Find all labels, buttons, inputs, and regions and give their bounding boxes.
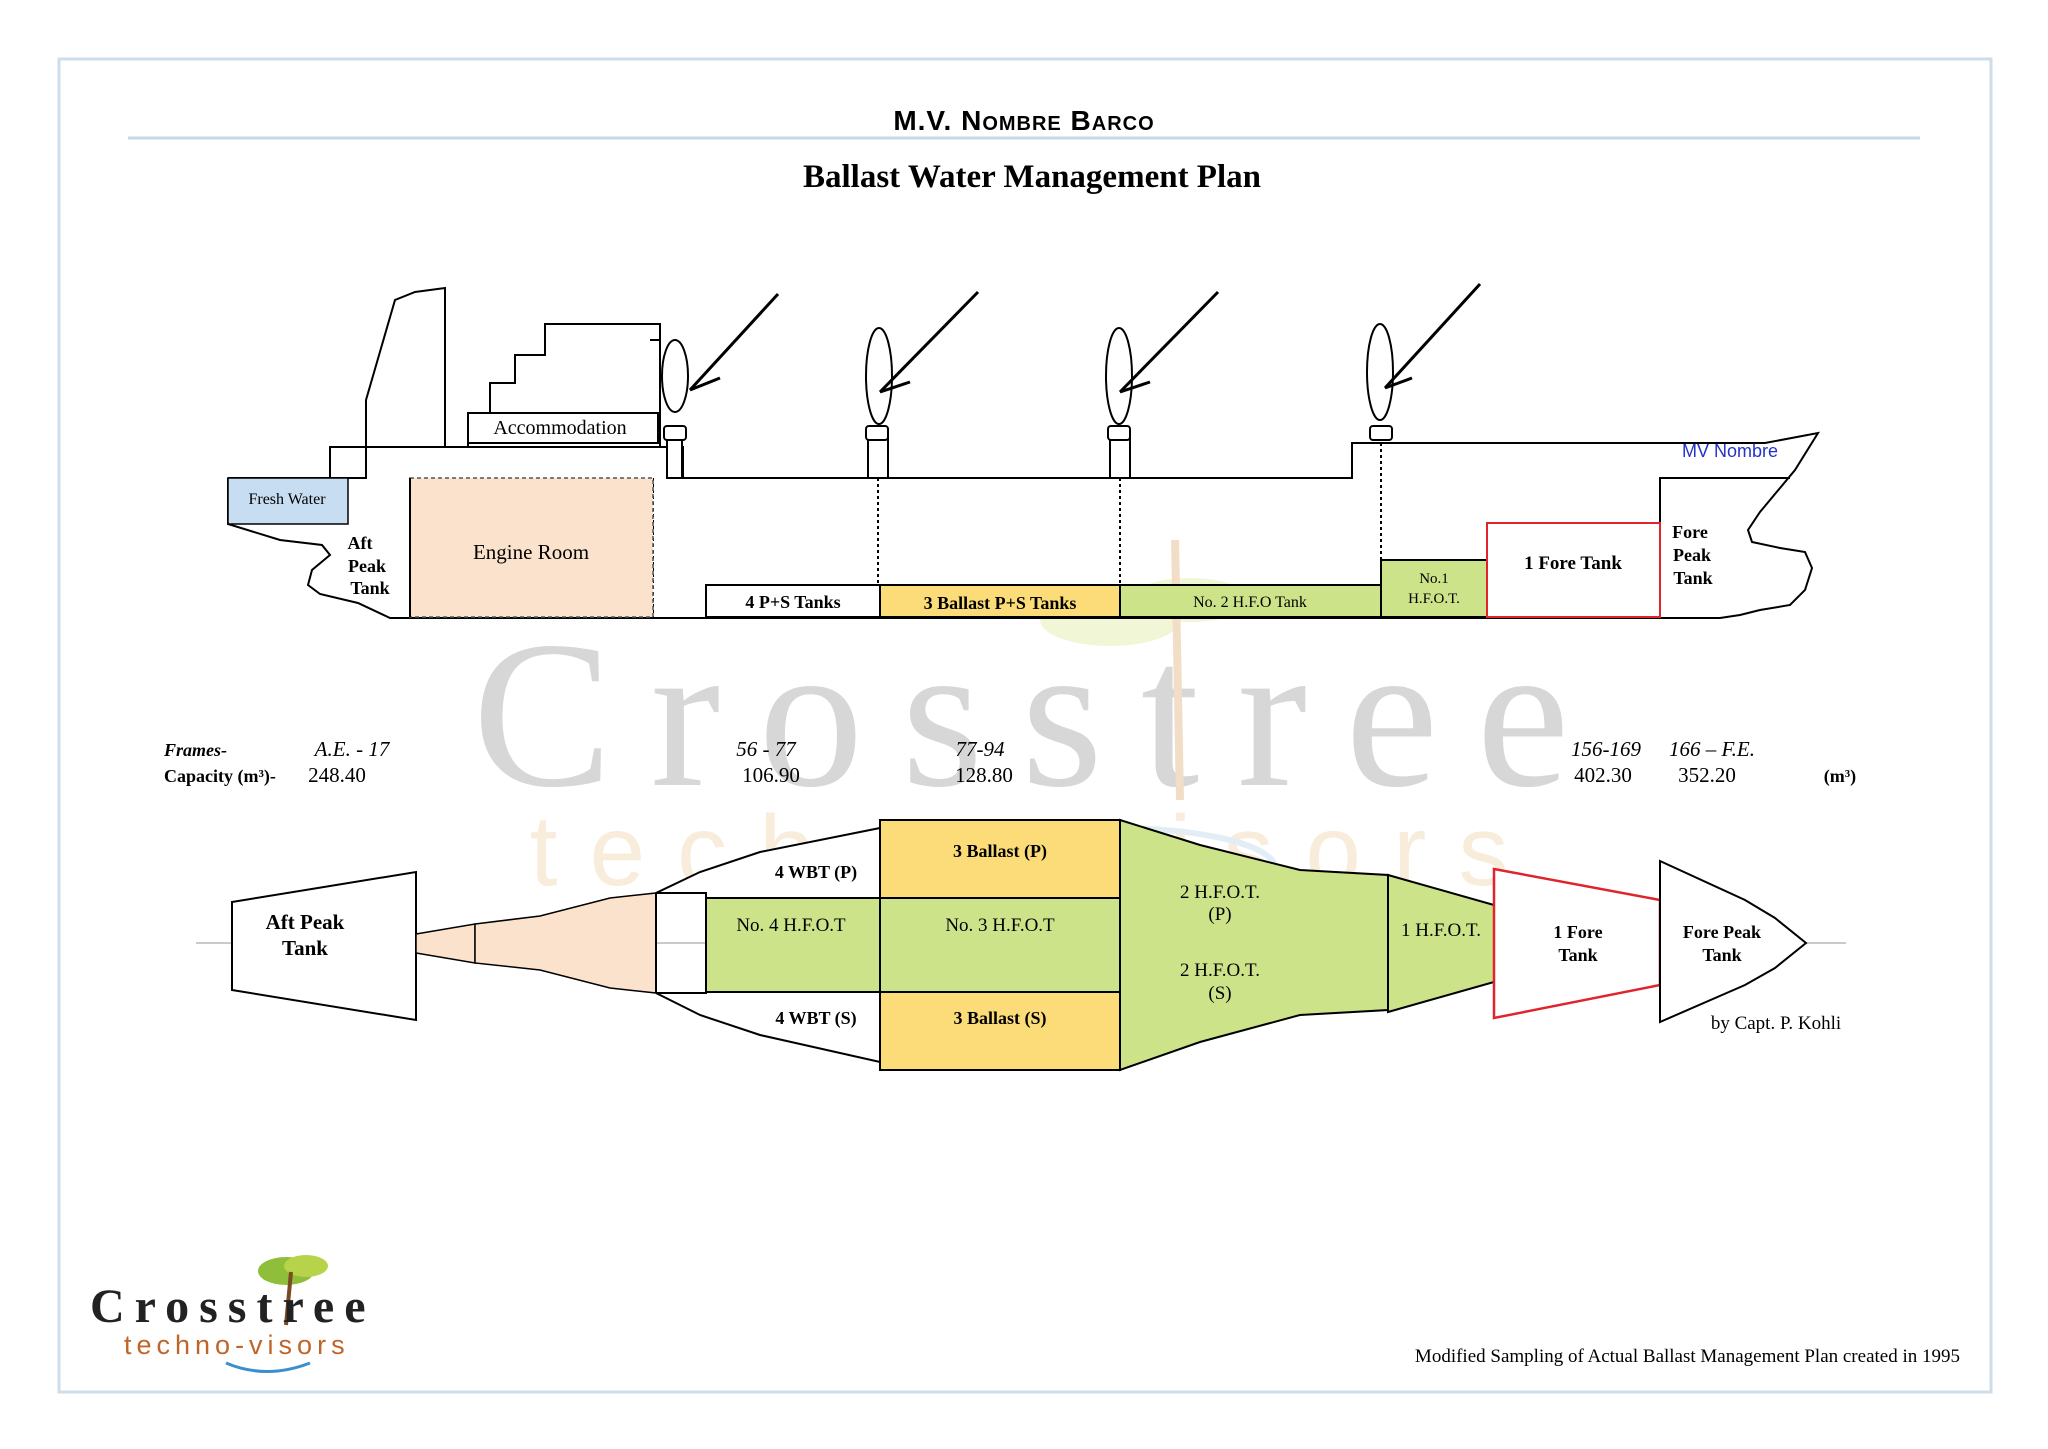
ship-name-heading: M.V. Nombre Barco <box>893 105 1154 136</box>
deck-crane <box>1366 282 1482 441</box>
logo-word: Crosstree <box>90 1280 376 1333</box>
plan-fore-tank-label: 1 Fore <box>1553 922 1602 942</box>
capacity-value: 352.20 <box>1678 763 1736 787</box>
aft-peak-label: Tank <box>350 578 389 598</box>
capacity-value: 248.40 <box>308 763 366 787</box>
plan-ballast3-p-label: 3 Ballast (P) <box>953 841 1047 862</box>
page-title: Ballast Water Management Plan <box>803 159 1261 195</box>
logo-palm-leaf <box>284 1255 328 1277</box>
plan-hfot3-label: No. 3 H.F.O.T <box>945 915 1055 936</box>
profile-tank-4ps <box>705 584 881 618</box>
plan-ballast3-p <box>879 819 1121 899</box>
logo-wave <box>225 1361 311 1373</box>
deck-crane <box>661 292 780 479</box>
plan-hfot4 <box>705 897 881 993</box>
capacity-value: 128.80 <box>955 763 1013 787</box>
fore-peak-label: Fore <box>1672 522 1708 542</box>
plan-hfot2-s-label: (S) <box>1208 983 1231 1004</box>
profile-tank-3ballast-label: 3 Ballast P+S Tanks <box>924 593 1077 613</box>
engine-room-label: Engine Room <box>473 540 589 564</box>
plan-4wbt-p-label: 4 WBT (P) <box>775 862 857 883</box>
capacity-value: 402.30 <box>1574 763 1632 787</box>
aft-peak-profile: Aft Peak Tank <box>348 533 390 598</box>
page-frame <box>57 57 1993 1394</box>
fresh-water-label: Fresh Water <box>248 491 326 508</box>
engine-room <box>409 477 654 618</box>
capacity-value: 106.90 <box>742 763 800 787</box>
logo-tagline: techno-visors <box>124 1330 350 1360</box>
profile-tank-4ps-label: 4 P+S Tanks <box>745 592 840 612</box>
profile-tank-1hfo <box>1380 559 1488 618</box>
plan-ballast3-s <box>879 991 1121 1071</box>
frames-value: A.E. - 17 <box>313 737 391 761</box>
frames-value: 56 - 77 <box>736 737 797 761</box>
profile-fore-tank <box>1486 522 1661 618</box>
fore-peak-profile: Fore Peak Tank <box>1672 522 1713 588</box>
plan-ballast3-s-label: 3 Ballast (S) <box>953 1008 1046 1029</box>
plan-hfot3 <box>879 897 1121 993</box>
aft-peak-label: Aft <box>348 533 373 553</box>
profile-tank-1hfo-label: H.F.O.T. <box>1408 591 1460 607</box>
profile-fore-tank-label: 1 Fore Tank <box>1524 553 1622 574</box>
ship-name-label: MV Nombre <box>1682 441 1778 461</box>
footer-note: Modified Sampling of Actual Ballast Mana… <box>1415 1346 1960 1367</box>
logo-palm-trunk <box>284 1271 293 1326</box>
deck-crane <box>1105 290 1220 479</box>
plan-aft-peak <box>231 870 417 1022</box>
profile-tank-2hfo <box>1119 584 1382 618</box>
hull-bottom <box>227 478 1660 619</box>
fresh-water-tank <box>227 477 349 525</box>
plan-aft-peak-label: Aft Peak <box>266 910 345 934</box>
plan-fore-peak <box>1659 859 1808 1024</box>
profile-tank-1hfo-label: No.1 <box>1419 571 1449 587</box>
plan-hfot1-label: 1 H.F.O.T. <box>1401 920 1481 941</box>
profile-tank-3ballast <box>879 584 1121 618</box>
watermark-palm-trunk <box>1171 539 1184 801</box>
plan-fore-peak-label: Tank <box>1702 945 1741 965</box>
capacity-unit: (m³) <box>1824 766 1856 787</box>
aft-peak-label: Peak <box>348 556 386 576</box>
plan-fore-peak-label: Fore Peak <box>1683 922 1761 942</box>
fore-peak-label: Tank <box>1673 568 1712 588</box>
fore-peak-label: Peak <box>1673 545 1711 565</box>
profile-tank-2hfo-label: No. 2 H.F.O Tank <box>1193 594 1307 611</box>
plan-hfot4-label: No. 4 H.F.O.T <box>736 915 846 936</box>
plan-hfot2-p-label: 2 H.F.O.T. <box>1180 882 1260 903</box>
accommodation-box <box>467 412 659 444</box>
superstructure-edge <box>650 324 661 341</box>
frames-value: 166 – F.E. <box>1669 737 1755 761</box>
frames-value: 156-169 <box>1571 737 1641 761</box>
author-credit: by Capt. P. Kohli <box>1711 1013 1841 1034</box>
crosstree-logo: Crosstree techno-visors <box>90 1255 376 1373</box>
deck-crane <box>865 290 980 479</box>
accommodation-label: Accommodation <box>493 417 626 439</box>
capacity-label: Capacity (m³)- <box>164 766 276 787</box>
frames-value: 77-94 <box>956 737 1005 761</box>
plan-aft-peak-label: Tank <box>282 936 328 960</box>
plan-hfot2-p-label: (P) <box>1208 904 1231 925</box>
frames-label: Frames- <box>163 740 227 760</box>
plan-fore-tank-label: Tank <box>1558 945 1597 965</box>
plan-hfot2-s-label: 2 H.F.O.T. <box>1180 960 1260 981</box>
plan-4wbt-s-label: 4 WBT (S) <box>775 1008 856 1029</box>
watermark-word: Crosstree <box>472 599 1607 831</box>
